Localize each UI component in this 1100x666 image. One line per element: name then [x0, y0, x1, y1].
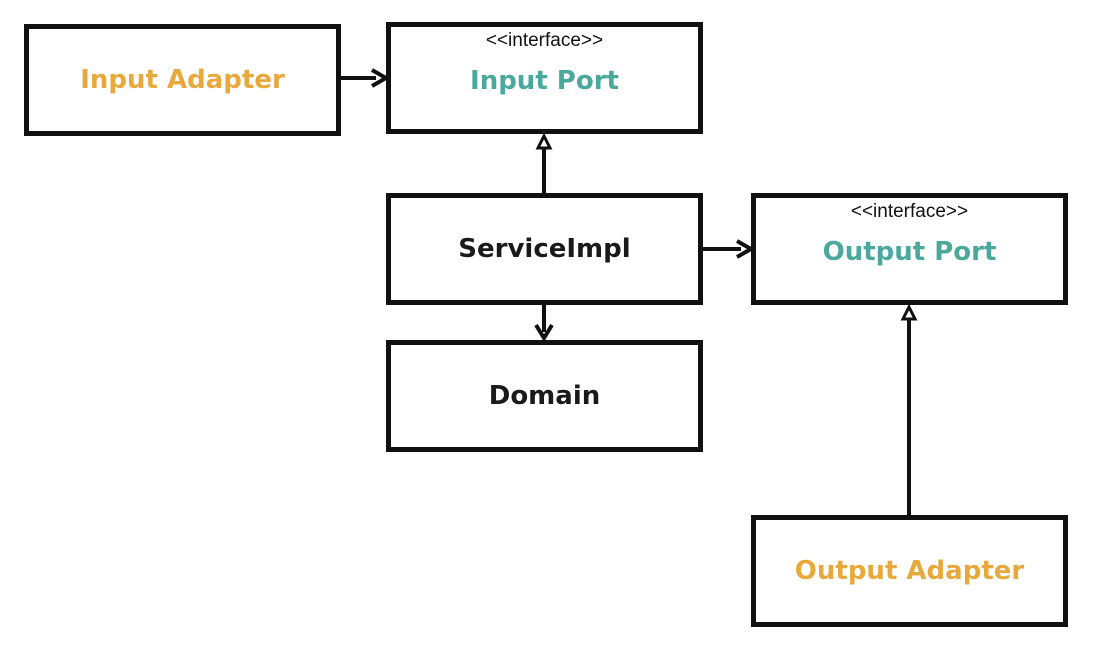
domain-label: Domain	[488, 381, 601, 411]
input-port-stereotype: <<interface>>	[485, 30, 604, 51]
output-port-box: <<interface>> Output Port	[751, 193, 1068, 305]
output-adapter-label: Output Adapter	[794, 556, 1025, 586]
arrow-service-impl-to-output-port	[703, 239, 756, 259]
input-adapter-label: Input Adapter	[80, 65, 285, 95]
domain-box: Domain	[386, 340, 703, 452]
arrow-input-adapter-to-input-port	[341, 68, 391, 88]
output-adapter-box: Output Adapter	[751, 515, 1068, 627]
service-impl-box: ServiceImpl	[386, 193, 703, 305]
input-port-box: <<interface>> Input Port	[386, 22, 703, 134]
service-impl-label: ServiceImpl	[458, 234, 631, 264]
input-port-label: Input Port	[470, 66, 619, 96]
output-port-label: Output Port	[822, 237, 997, 267]
input-adapter-box: Input Adapter	[24, 24, 341, 136]
arrow-output-adapter-realizes-output-port	[900, 303, 918, 515]
output-port-stereotype: <<interface>>	[850, 201, 969, 222]
arrow-service-impl-to-domain	[534, 305, 554, 342]
arrow-service-impl-realizes-input-port	[535, 132, 553, 193]
